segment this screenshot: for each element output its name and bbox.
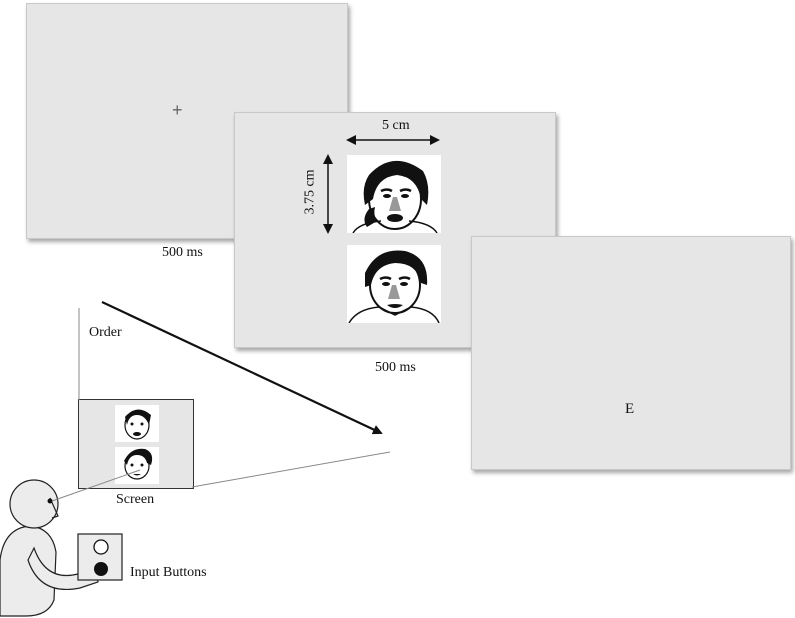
width-label: 5 cm [382, 118, 410, 133]
buttons-label: Input Buttons [130, 565, 207, 580]
monitor-top-face [115, 405, 159, 442]
order-arrow [101, 301, 383, 435]
fixation-duration: 500 ms [162, 245, 203, 260]
response-letter: E [625, 401, 635, 417]
face-pair-screen [234, 112, 556, 348]
top-face-image [347, 155, 441, 234]
screen-label: Screen [116, 492, 155, 507]
perspective-line-bottom [191, 451, 391, 488]
line-of-sight [51, 469, 141, 502]
bottom-face-image [347, 245, 441, 324]
order-label: Order [89, 325, 122, 340]
faces-duration: 500 ms [375, 360, 416, 375]
participant-monitor [78, 399, 194, 489]
monitor-bottom-face [115, 447, 159, 484]
response-screen: E [471, 236, 791, 470]
participant-eye [47, 498, 53, 504]
black-response-button [94, 562, 108, 576]
fixation-cross: + [172, 100, 183, 120]
participant-figure [0, 479, 99, 617]
white-response-button [93, 539, 109, 555]
